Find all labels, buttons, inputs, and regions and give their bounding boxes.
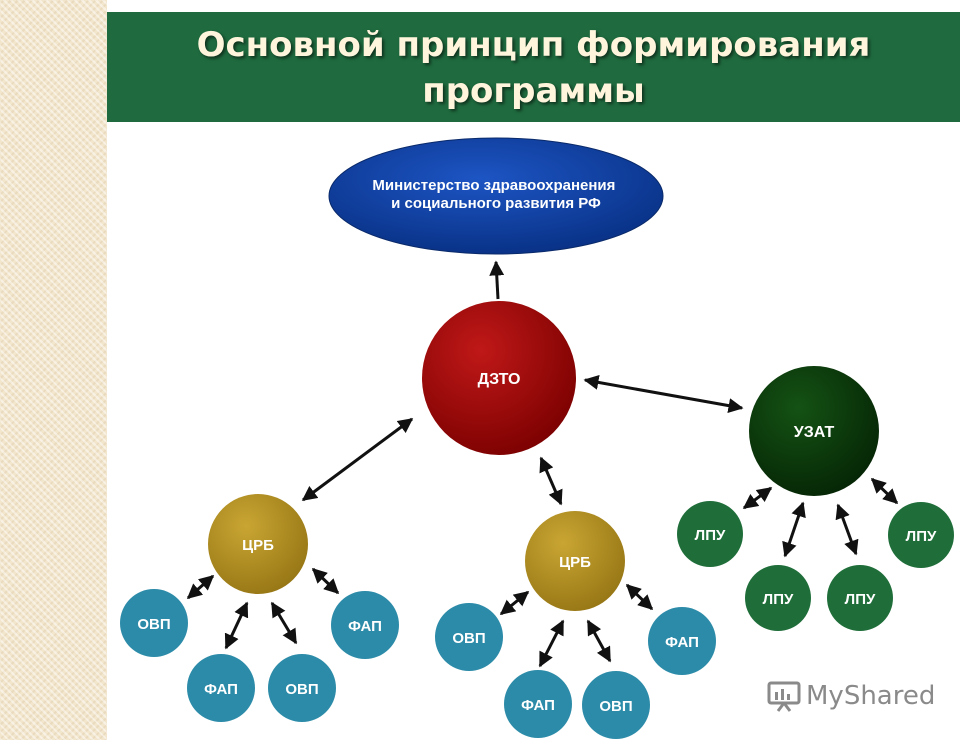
- lpu-2-label: ЛПУ: [763, 591, 794, 608]
- lpu-1-node: ЛПУ: [677, 501, 743, 567]
- connector-dzto-crb-mid: [539, 456, 563, 506]
- connector-uzat-lpu-1: [742, 486, 773, 510]
- uzat-node: УЗАТ: [749, 366, 879, 496]
- uzat-label: УЗАТ: [794, 424, 835, 441]
- connector-uzat-lpu-3: [835, 503, 859, 556]
- ovp-left-2-label: ОВП: [285, 681, 318, 698]
- connector-uzat-lpu-2: [782, 501, 806, 558]
- crb-left-label: ЦРБ: [242, 537, 274, 554]
- watermark: MyShared: [766, 676, 935, 716]
- ovp-mid-1-node: ОВП: [435, 603, 503, 671]
- lpu-4-label: ЛПУ: [906, 528, 937, 545]
- connector-dzto-crb-left: [301, 417, 414, 502]
- connector-dzto-ministry: [489, 260, 505, 300]
- decorative-side-strip: [0, 0, 107, 740]
- fap-left-2-label: ФАП: [204, 681, 238, 698]
- ovp-left-1-node: ОВП: [120, 589, 188, 657]
- ovp-left-1-label: ОВП: [137, 616, 170, 633]
- crb-mid-node: ЦРБ: [525, 511, 625, 611]
- dzto-label: ДЗТО: [478, 371, 521, 388]
- lpu-2-node: ЛПУ: [745, 565, 811, 631]
- ovp-left-2-node: ОВП: [268, 654, 336, 722]
- ministry-label-line-2: и социального развития РФ: [391, 195, 601, 212]
- ovp-mid-2-label: ОВП: [599, 698, 632, 715]
- crb-left-node: ЦРБ: [208, 494, 308, 594]
- lpu-3-label: ЛПУ: [845, 591, 876, 608]
- svg-text:Министерство здравоохранения: Министерство здравоохранения и социально…: [372, 177, 619, 212]
- connector-crb-left-fap-right: [311, 567, 340, 595]
- connector-crb-mid-fap-right: [625, 583, 654, 611]
- lpu-1-label: ЛПУ: [695, 527, 726, 544]
- fap-left-1-label: ФАП: [348, 618, 382, 635]
- ministry-node: Министерство здравоохранения и социально…: [328, 137, 664, 255]
- fap-left-1-node: ФАП: [331, 591, 399, 659]
- connector-crb-mid-fap: [538, 619, 565, 668]
- ministry-label-line-1: Министерство здравоохранения: [372, 177, 615, 194]
- fap-mid-2-node: ФАП: [504, 670, 572, 738]
- fap-left-2-node: ФАП: [187, 654, 255, 722]
- connectors: [186, 260, 899, 668]
- lpu-4-node: ЛПУ: [888, 502, 954, 568]
- connector-crb-left-ovp: [186, 574, 215, 600]
- lpu-3-node: ЛПУ: [827, 565, 893, 631]
- dzto-node: ДЗТО: [422, 301, 576, 455]
- ovp-mid-1-label: ОВП: [452, 630, 485, 647]
- connector-crb-left-fap: [224, 601, 249, 650]
- connector-crb-mid-ovp-bottom: [586, 619, 612, 663]
- watermark-brand: MyShared: [806, 681, 936, 711]
- title-banner: [107, 12, 960, 122]
- connector-dzto-uzat: [583, 374, 744, 414]
- crb-mid-label: ЦРБ: [559, 554, 591, 571]
- presentation-board-icon: [767, 681, 801, 712]
- ovp-mid-2-node: ОВП: [582, 671, 650, 739]
- fap-mid-1-label: ФАП: [665, 634, 699, 651]
- connector-uzat-lpu-4: [870, 477, 899, 505]
- fap-mid-1-node: ФАП: [648, 607, 716, 675]
- connector-crb-mid-ovp: [499, 590, 530, 616]
- fap-mid-2-label: ФАП: [521, 697, 555, 714]
- connector-crb-left-ovp-bottom: [270, 601, 298, 645]
